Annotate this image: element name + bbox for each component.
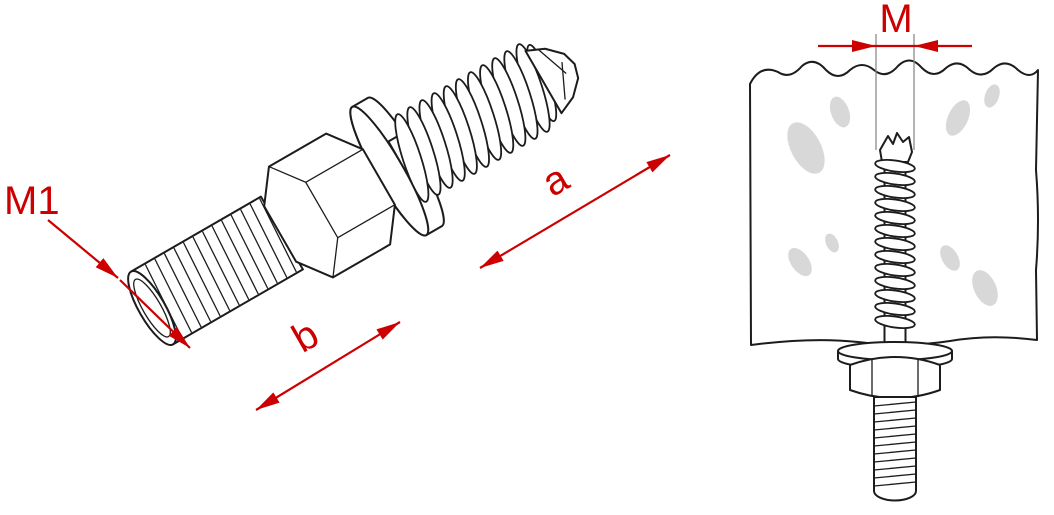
stud-thread-lines — [144, 198, 297, 339]
dimension-m1: M1 — [4, 179, 191, 349]
thread-coil — [874, 301, 916, 317]
installed-section-view — [749, 34, 1039, 502]
stud-end-face-inner — [133, 278, 171, 338]
protruding-stud — [873, 396, 917, 502]
thread-coil — [874, 275, 916, 291]
thread-coil — [874, 171, 916, 187]
aggregate-speckles — [787, 84, 1000, 306]
screw-tip — [524, 47, 580, 115]
thread-coil — [874, 158, 916, 174]
thread-coil — [874, 314, 916, 330]
dimension-label-m1: M1 — [4, 179, 60, 223]
thread-coil — [874, 236, 916, 252]
hex-nut-side-view — [849, 356, 941, 399]
hex-nut — [263, 132, 396, 279]
screw-thread — [394, 43, 558, 203]
thread-coil — [874, 288, 916, 304]
dimension-line — [255, 321, 401, 411]
dimension-label-m: M — [879, 0, 912, 41]
aggregate-speckle — [945, 100, 971, 136]
thread-coil — [874, 210, 916, 226]
thread-coil — [874, 262, 916, 278]
aggregate-speckle — [940, 245, 960, 271]
dimension-label-b: b — [285, 312, 326, 361]
aggregate-speckle — [787, 122, 825, 174]
hex-nut-facets — [268, 148, 396, 278]
dimension-line — [479, 154, 671, 269]
tip-flute-lines — [538, 49, 567, 100]
embedded-screw-thread — [874, 158, 916, 330]
dimension-b: b — [255, 312, 401, 411]
aggregate-speckle — [972, 270, 998, 306]
thread-coil — [874, 223, 916, 239]
thread-coil — [874, 249, 916, 265]
dimension-line — [47, 219, 119, 279]
hex-nut-facets — [871, 359, 919, 397]
stud-thread-lines — [873, 401, 917, 487]
aggregate-speckle — [829, 96, 851, 128]
thread-coil — [874, 197, 916, 213]
flange-washer — [349, 96, 445, 237]
aggregate-speckle — [788, 247, 812, 277]
thread-coil — [874, 184, 916, 200]
embedded-screw-tip — [879, 132, 913, 163]
dimension-m: M — [818, 0, 972, 52]
dimension-line — [119, 279, 191, 349]
aggregate-speckle — [825, 233, 839, 253]
anchor-isometric-view — [127, 43, 580, 346]
aggregate-speckle — [984, 84, 1000, 108]
dimension-a: a — [479, 154, 671, 269]
dimension-label-a: a — [535, 156, 577, 206]
thread-coil — [394, 113, 430, 203]
